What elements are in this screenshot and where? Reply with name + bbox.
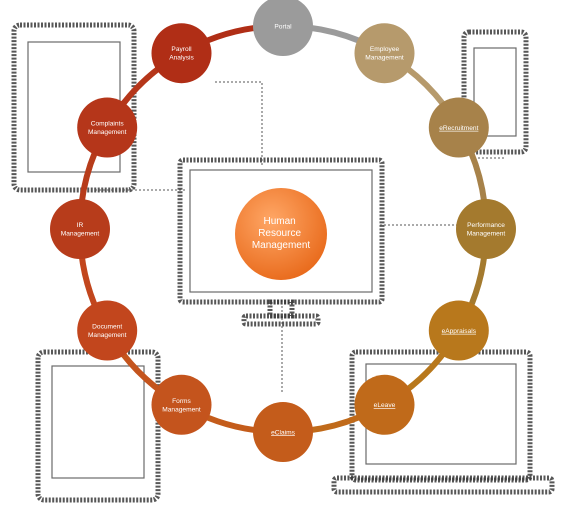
- phone-top-right-device: [461, 29, 529, 155]
- module-label-line: Management: [162, 406, 201, 413]
- module-circle: [428, 97, 489, 158]
- module-circle: [253, 0, 313, 56]
- module-label: eRecruitment: [439, 125, 478, 132]
- module-label-line: eAppraisals: [442, 328, 477, 335]
- center-circle: [235, 188, 327, 280]
- module-label-line: Management: [88, 332, 127, 339]
- center-label-line: Management: [252, 240, 311, 251]
- module-label: IR Management: [61, 222, 100, 238]
- module-circle: [151, 23, 212, 84]
- module-label-line: Management: [88, 129, 127, 136]
- module-label-line: eLeave: [374, 402, 396, 409]
- center-hub[interactable]: Human Resource Management: [235, 188, 327, 280]
- module-label: Portal: [274, 23, 292, 30]
- module-label-line: Performance: [467, 222, 505, 229]
- module-label-line: Employee: [370, 46, 400, 53]
- module-label-line: Management: [365, 55, 404, 62]
- module-eclaims[interactable]: eClaims: [253, 402, 313, 462]
- module-circle: [428, 300, 489, 361]
- module-circle: [77, 97, 138, 158]
- module-eleave[interactable]: eLeave: [354, 374, 415, 435]
- module-circle: [151, 374, 212, 435]
- module-label: eAppraisals: [442, 328, 477, 335]
- module-label-line: IR: [77, 222, 84, 229]
- module-circle: [456, 199, 516, 259]
- module-label-line: Payroll: [171, 46, 192, 53]
- module-circle: [354, 23, 415, 84]
- module-circle: [354, 374, 415, 435]
- connector-lines: [95, 81, 505, 392]
- module-label-line: eClaims: [271, 429, 296, 436]
- module-label-line: Analysis: [169, 55, 194, 62]
- module-label-line: Management: [467, 231, 506, 238]
- module-label-line: eRecruitment: [439, 125, 478, 132]
- module-label: eLeave: [374, 402, 396, 409]
- module-ir-management[interactable]: IR Management: [50, 199, 110, 259]
- module-circle: [50, 199, 110, 259]
- svg-text:Human Resource Man: Human Resource Management: [252, 216, 311, 251]
- module-label: eClaims: [271, 429, 296, 436]
- module-circle: [77, 300, 138, 361]
- center-label-line: Human: [263, 216, 295, 227]
- module-label-line: Complaints: [91, 121, 125, 128]
- module-label-line: Document: [92, 324, 122, 331]
- center-label-line: Resource: [258, 228, 301, 239]
- module-label-line: Management: [61, 231, 100, 238]
- module-erecruitment[interactable]: eRecruitment: [428, 97, 489, 158]
- module-portal[interactable]: Portal: [253, 0, 313, 56]
- module-label-line: Forms: [172, 398, 191, 405]
- module-eappraisals[interactable]: eAppraisals: [428, 300, 489, 361]
- module-circle: [253, 402, 313, 462]
- module-label-line: Portal: [274, 23, 292, 30]
